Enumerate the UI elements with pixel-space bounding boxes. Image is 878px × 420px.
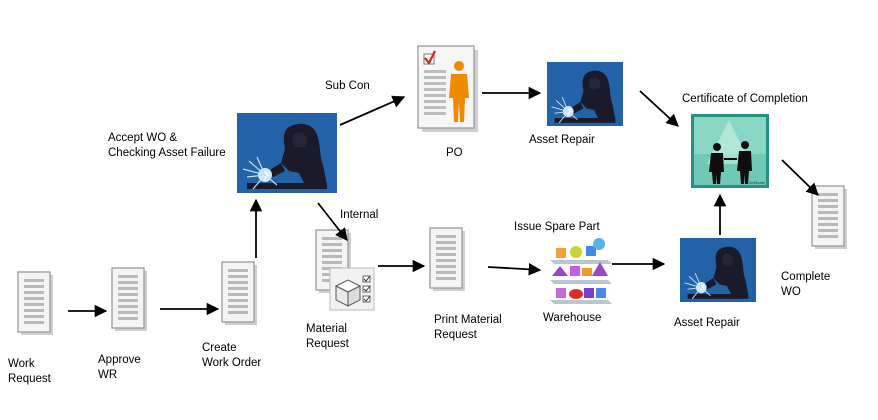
boxes-checklist-icon [329, 267, 375, 311]
label-approve-wr: Approve WR [98, 354, 141, 381]
label-work-request: Work Request [8, 358, 51, 385]
label-po: PO [446, 147, 463, 159]
arrow-accept-to-material [317, 202, 348, 241]
certificate-caption: Certificate [747, 180, 766, 185]
label-internal: Internal [340, 209, 379, 221]
label-create-work-order: Create Work Order [202, 342, 262, 369]
approve-wr-doc-icon [111, 267, 147, 331]
flow-arrows [68, 86, 819, 318]
arrow-certificate-to-complete [781, 159, 819, 196]
label-asset-repair-bottom: Asset Repair [674, 317, 740, 329]
arrow-top-repair-to-certificate [639, 90, 679, 127]
print-material-request-doc-icon [429, 227, 465, 291]
po-document-icon [417, 45, 478, 132]
arrow-print-to-warehouse [487, 263, 542, 276]
label-warehouse: Warehouse [543, 312, 602, 324]
welder-image-top [546, 61, 624, 127]
label-certificate-of-completion: Certificate of Completion [682, 93, 808, 105]
label-asset-repair-top: Asset Repair [529, 134, 595, 146]
label-issue-spare-part: Issue Spare Part [514, 221, 600, 233]
label-sub-con: Sub Con [325, 80, 370, 92]
welder-image-bottom [679, 237, 757, 303]
label-material-request: Material Request [306, 323, 349, 350]
label-complete-wo: Complete WO [781, 271, 831, 298]
warehouse-shelves-icon [550, 238, 612, 304]
work-request-doc-icon [17, 271, 53, 335]
create-work-order-doc-icon [221, 261, 257, 325]
label-print-material-request: Print Material Request [434, 314, 502, 341]
arrow-accept-to-po [339, 95, 406, 126]
label-accept-wo: Accept WO & Checking Asset Failure [108, 132, 226, 159]
welder-image-accept [236, 112, 338, 194]
certificate-image: Certificate [691, 114, 769, 188]
